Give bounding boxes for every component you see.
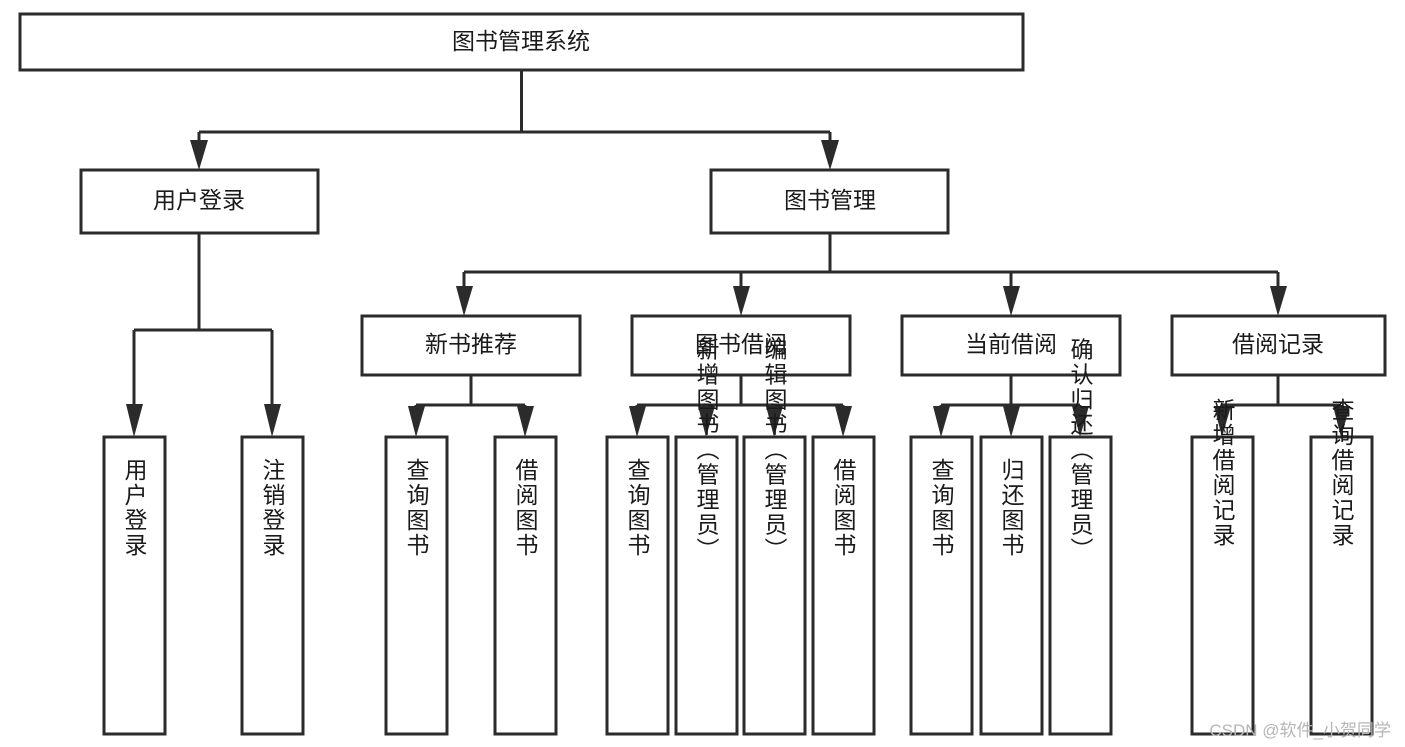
node-root[interactable]: 图书管理系统 (18, 12, 1025, 72)
node-leaf-new-book-1-label: 查询图书 (403, 458, 430, 558)
node-new-book-recommend[interactable]: 新书推荐 (360, 314, 582, 377)
node-leaf-borrow-record-2[interactable]: 查询借阅记录 (1309, 398, 1374, 736)
node-leaf-borrow-record-2-label: 查询借阅记录 (1328, 398, 1355, 548)
arrow-head-cb-2 (1003, 406, 1020, 437)
arrow-head-l3-4 (1270, 286, 1287, 316)
arrow-head-book-mgmt (821, 140, 839, 170)
connectors-book-borrow-to-leaves (629, 375, 852, 437)
arrow-head-cb-1 (933, 406, 950, 437)
node-leaf-book-borrow-1-label: 查询图书 (624, 458, 651, 558)
node-leaf-book-borrow-3-label: 编辑图书（管理员） (761, 338, 788, 563)
arrow-head-l3-2 (733, 286, 750, 316)
node-leaf-new-book-2[interactable]: 借阅图书 (493, 435, 558, 736)
node-user-login[interactable]: 用户登录 (79, 168, 320, 235)
node-book-management-label: 图书管理 (784, 187, 876, 213)
connectors-borrow-record-to-leaves (1214, 375, 1350, 437)
arrow-head-nb-1 (408, 406, 425, 437)
arrow-head-br-1 (1214, 406, 1231, 437)
node-leaf-current-borrow-1-box[interactable] (909, 435, 974, 736)
node-leaf-current-borrow-3[interactable]: 确认归还（管理员） (1048, 338, 1113, 736)
arrow-head-nb-2 (517, 406, 534, 437)
node-leaf-user-login-1[interactable]: 用户登录 (102, 435, 167, 736)
node-leaf-new-book-1[interactable]: 查询图书 (384, 435, 449, 736)
node-leaf-book-borrow-2[interactable]: 新增图书（管理员） (674, 338, 739, 736)
arrow-head-br-2 (1333, 406, 1350, 437)
node-user-login-box[interactable] (79, 168, 320, 235)
node-current-borrow-label: 当前借阅 (965, 331, 1057, 357)
node-leaf-user-login-1-box[interactable] (102, 435, 167, 736)
node-leaf-current-borrow-2[interactable]: 归还图书 (979, 435, 1044, 736)
node-current-borrow-box[interactable] (900, 314, 1122, 377)
node-leaf-book-borrow-4[interactable]: 借阅图书 (811, 435, 876, 736)
node-leaf-borrow-record-1[interactable]: 新增借阅记录 (1190, 398, 1255, 736)
arrow-head-bb-2 (698, 406, 715, 437)
connectors-new-book-to-leaves (408, 375, 534, 437)
node-leaf-user-login-2-label: 注销登录 (259, 458, 286, 558)
node-leaf-borrow-record-1-label: 新增借阅记录 (1209, 398, 1236, 548)
node-leaf-new-book-2-box[interactable] (493, 435, 558, 736)
node-leaf-book-borrow-3[interactable]: 编辑图书（管理员） (742, 338, 807, 736)
node-new-book-recommend-box[interactable] (360, 314, 582, 377)
connectors-user-login-to-leaves (126, 233, 281, 437)
node-leaf-book-borrow-4-label: 借阅图书 (830, 458, 857, 558)
node-leaf-book-borrow-1-box[interactable] (605, 435, 670, 736)
node-book-borrow-box[interactable] (630, 314, 852, 377)
node-book-borrow[interactable]: 图书借阅 (630, 314, 852, 377)
node-leaf-book-borrow-2-label: 新增图书（管理员） (693, 338, 720, 563)
connectors-current-borrow-to-leaves (933, 375, 1089, 437)
node-leaf-book-borrow-4-box[interactable] (811, 435, 876, 736)
arrow-head-leaf-ul-1 (126, 404, 143, 437)
arrow-head-bb-1 (629, 406, 646, 437)
arrow-head-user-login (190, 140, 208, 170)
node-leaf-book-borrow-1[interactable]: 查询图书 (605, 435, 670, 736)
node-leaf-current-borrow-1[interactable]: 查询图书 (909, 435, 974, 736)
arrow-head-leaf-ul-2 (264, 404, 281, 437)
node-leaf-new-book-1-box[interactable] (384, 435, 449, 736)
node-user-login-label: 用户登录 (153, 187, 245, 213)
node-current-borrow[interactable]: 当前借阅 (900, 314, 1122, 377)
node-borrow-record-box[interactable] (1170, 314, 1387, 377)
node-leaf-borrow-record-2-box[interactable] (1309, 435, 1374, 736)
node-book-management[interactable]: 图书管理 (709, 168, 950, 235)
node-leaf-user-login-2[interactable]: 注销登录 (240, 435, 305, 736)
node-root-label: 图书管理系统 (452, 28, 590, 54)
node-leaf-current-borrow-2-label: 归还图书 (998, 458, 1025, 558)
arrow-head-cb-3 (1072, 406, 1089, 437)
node-leaf-borrow-record-1-box[interactable] (1190, 435, 1255, 736)
node-leaf-user-login-1-label: 用户登录 (121, 458, 148, 558)
node-leaf-user-login-2-box[interactable] (240, 435, 305, 736)
node-leaf-book-borrow-3-box[interactable] (742, 435, 807, 736)
node-leaf-current-borrow-1-label: 查询图书 (928, 458, 955, 558)
arrow-head-bb-3 (766, 406, 783, 437)
connectors-root-to-level2 (190, 70, 839, 170)
node-book-borrow-label: 图书借阅 (695, 331, 787, 357)
node-book-management-box[interactable] (709, 168, 950, 235)
node-leaf-current-borrow-3-box[interactable] (1048, 435, 1113, 736)
node-leaf-current-borrow-2-box[interactable] (979, 435, 1044, 736)
node-root-box[interactable] (18, 12, 1025, 72)
arrow-head-l3-1 (456, 286, 473, 316)
arrow-head-bb-4 (835, 406, 852, 437)
connectors-book-mgmt-to-level3 (456, 233, 1287, 316)
node-leaf-new-book-2-label: 借阅图书 (512, 458, 539, 558)
arrow-head-l3-3 (1003, 286, 1020, 316)
node-borrow-record[interactable]: 借阅记录 (1170, 314, 1387, 377)
node-borrow-record-label: 借阅记录 (1232, 331, 1324, 357)
node-leaf-book-borrow-2-box[interactable] (674, 435, 739, 736)
node-new-book-recommend-label: 新书推荐 (425, 331, 517, 357)
node-leaf-current-borrow-3-label: 确认归还（管理员） (1067, 338, 1094, 563)
